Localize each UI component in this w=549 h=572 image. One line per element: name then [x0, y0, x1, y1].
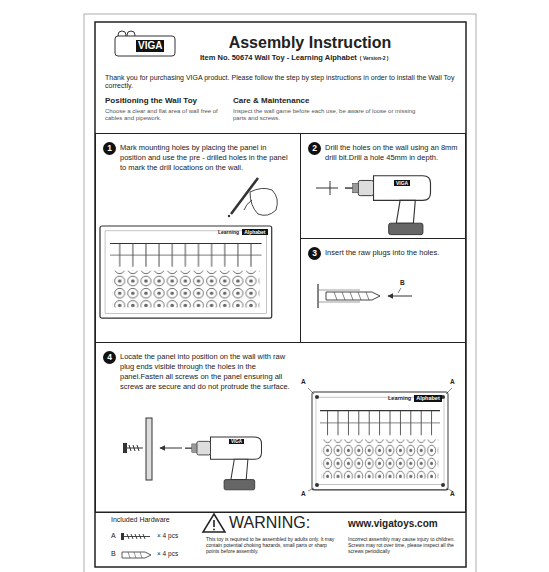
- label: A: [301, 490, 306, 498]
- label: VIGA: [394, 180, 410, 186]
- callout-number: 1: [103, 142, 116, 155]
- label: A: [301, 378, 306, 386]
- label: This toy is required to be assembled by …: [206, 536, 338, 554]
- label: WARNING:: [229, 513, 310, 532]
- step-number: 4: [103, 351, 116, 364]
- label: A: [111, 532, 116, 540]
- page-frame: [95, 22, 466, 567]
- label: VIGA: [229, 439, 244, 444]
- step-number: 2: [308, 142, 321, 155]
- wall-panel: [312, 392, 448, 490]
- step-panel: 4 Locate the panel into position on the w…: [95, 342, 466, 513]
- label: Learning: [218, 229, 239, 235]
- label: Care & Maintenance: [233, 96, 309, 106]
- label: A: [450, 378, 455, 386]
- label: Inspect the wall game before each use, b…: [233, 108, 423, 122]
- label: Learning: [388, 395, 411, 402]
- step-text: Mark mounting holes by placing the panel…: [120, 143, 292, 173]
- wall-screw: [123, 418, 182, 480]
- label: VIGA: [136, 40, 164, 52]
- step-number: 1: [103, 142, 116, 155]
- step-panel: 3 Insert the raw plugs into the holes.: [300, 238, 466, 343]
- label: A: [450, 490, 455, 498]
- callout-number: 3: [308, 247, 321, 260]
- label: Choose a clear and flat area of wall fre…: [105, 108, 233, 122]
- power-drill: [185, 437, 262, 490]
- step-panel: 1 Mark mounting holes by placing the pane…: [95, 133, 301, 343]
- label: Thank you for purchasing VIGA product. P…: [105, 74, 460, 91]
- power-drill: [345, 176, 431, 235]
- label: × 4 pcs: [157, 550, 178, 558]
- label: B: [111, 550, 116, 558]
- warning-symbol: [203, 514, 225, 532]
- label: B: [400, 279, 405, 287]
- raw-plug: [318, 284, 412, 308]
- wall-panel: [100, 226, 272, 318]
- label: www.vigatoys.com: [348, 518, 438, 530]
- label: Included Hardware: [111, 516, 170, 524]
- callout-number: 2: [308, 142, 321, 155]
- panel-screws: [308, 388, 452, 491]
- label: Item No. 50674 Wall Toy - Learning Alpha…: [200, 53, 357, 62]
- callout-number: 4: [103, 351, 116, 364]
- step-text: Insert the raw plugs into the holes.: [325, 248, 460, 258]
- step-panel: 2 Drill the holes on the wall using an 8m…: [300, 133, 466, 239]
- hardware-icons: [121, 533, 151, 558]
- label: Alphabet: [414, 395, 442, 402]
- logo-bear: [115, 31, 175, 56]
- title: Assembly Instruction: [205, 33, 415, 52]
- step-number: 3: [308, 247, 321, 260]
- step-text: Drill the holes on the wall using an 8mm…: [325, 143, 460, 163]
- label: × 4 pcs: [157, 532, 178, 540]
- drilled-hole: [316, 181, 338, 195]
- step-text: Locate the panel into position on the wa…: [120, 352, 300, 393]
- label: Positioning the Wall Toy: [105, 96, 197, 106]
- label: Incorrect assembly may cause injury to c…: [348, 536, 463, 554]
- hand-pencil: [228, 178, 278, 217]
- label: Alphabet: [242, 229, 267, 235]
- label: ( Version-2 ): [360, 55, 389, 61]
- page-edge: [84, 14, 476, 572]
